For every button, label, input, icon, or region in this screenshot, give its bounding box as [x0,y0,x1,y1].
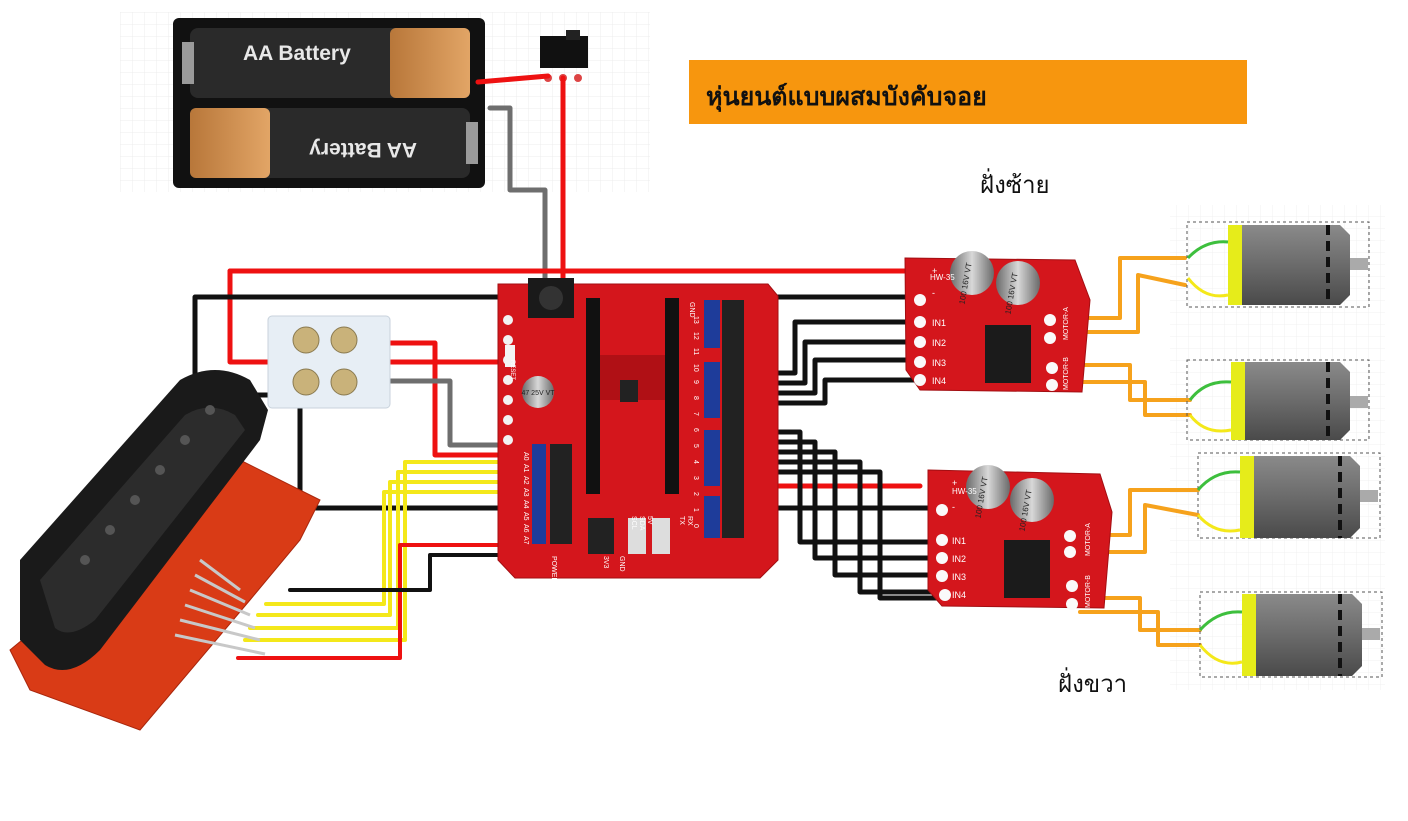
driver-pin-label: IN2 [952,554,966,564]
shield-misc-label: SCL [630,516,637,530]
ps2-receiver [9,370,321,731]
driver-pin-label: - [952,502,955,512]
shield-digital-pin-label: 13 [692,316,699,324]
capacitor-label: 47 25V VT [521,390,555,397]
shield-analog-pin-label: A3 [522,488,529,497]
shield-digital-pin-label: 7 [692,412,699,416]
shield-digital-pin-label: 5 [692,444,699,448]
shield-digital-pin-label: 0 [692,524,699,528]
battery-holder [173,18,485,188]
driver-pin-label: IN2 [932,338,946,348]
motor-out-label: MOTOR-A [1063,307,1070,340]
driver-pin-label: IN4 [932,376,946,386]
shield-misc-label: 3V3 [602,556,609,569]
shield-analog-pin-label: A4 [522,500,529,509]
shield-analog-pin-label: A2 [522,476,529,485]
motor-out-label: MOTOR-A [1085,523,1092,556]
motor-out-label: MOTOR-B [1063,357,1070,390]
terminal-block [267,315,391,409]
shield-digital-pin-label: 4 [692,460,699,464]
shield-analog-pin-label: A1 [522,464,529,473]
shield-misc-label: GND [688,302,695,318]
driver-pin-label: + [932,266,937,276]
right-side-label: ฝั่งขวา [1058,670,1128,698]
motor-4 [1198,591,1383,678]
battery-cell-label-bottom: AA Battery [309,138,417,161]
driver-model-label: HW-35 [930,273,955,282]
shield-digital-pin-label: 3 [692,476,699,480]
driver-pin-label: + [952,478,957,488]
shield-digital-pin-label: 9 [692,380,699,384]
driver-pin-label: - [932,288,935,298]
driver-pin-label: IN1 [932,318,946,328]
shield-analog-pin-label: A0 [522,452,529,461]
driver-pin-label: IN3 [952,572,966,582]
motor-out-label: MOTOR-B [1085,575,1092,608]
shield-digital-pin-label: 2 [692,492,699,496]
shield-misc-label: GND [618,556,625,572]
left-side-label: ฝั่งซ้าย [980,171,1050,199]
page-title: หุ่นยนต์แบบผสมบังคับจอย [706,82,987,111]
shield-misc-label: RESET [509,360,515,380]
shield-misc-label: SDA [638,516,645,531]
shield-digital-pin-label: 12 [692,332,699,340]
shield-digital-pin-label: 11 [692,348,699,355]
title-banner [689,60,1247,124]
motor-driver-right [927,465,1113,610]
motor-driver-left [904,251,1091,393]
shield-analog-pin-label: A5 [522,512,529,521]
shield-misc-label: 5V [646,516,653,525]
shield-digital-pin-label: 1 [692,508,699,512]
driver-pin-label: IN3 [932,358,946,368]
motor-3 [1196,452,1381,539]
driver-pin-label: IN4 [952,590,966,600]
arduino-nano-shield [497,278,779,579]
shield-analog-pin-label: A6 [522,524,529,533]
driver-model-label: HW-35 [952,487,977,496]
shield-misc-label: POWER [550,556,557,582]
driver-pin-label: IN1 [952,536,966,546]
shield-digital-pin-label: 10 [692,364,699,372]
shield-digital-pin-label: 6 [692,428,699,432]
motor-1 [1186,221,1370,308]
motor-2 [1186,359,1370,441]
shield-digital-pin-label: 8 [692,396,699,400]
shield-analog-pin-label: A7 [522,536,529,545]
shield-misc-label: TX [678,516,685,525]
battery-cell-label-top: AA Battery [243,42,351,65]
shield-misc-label: RX [686,516,693,526]
